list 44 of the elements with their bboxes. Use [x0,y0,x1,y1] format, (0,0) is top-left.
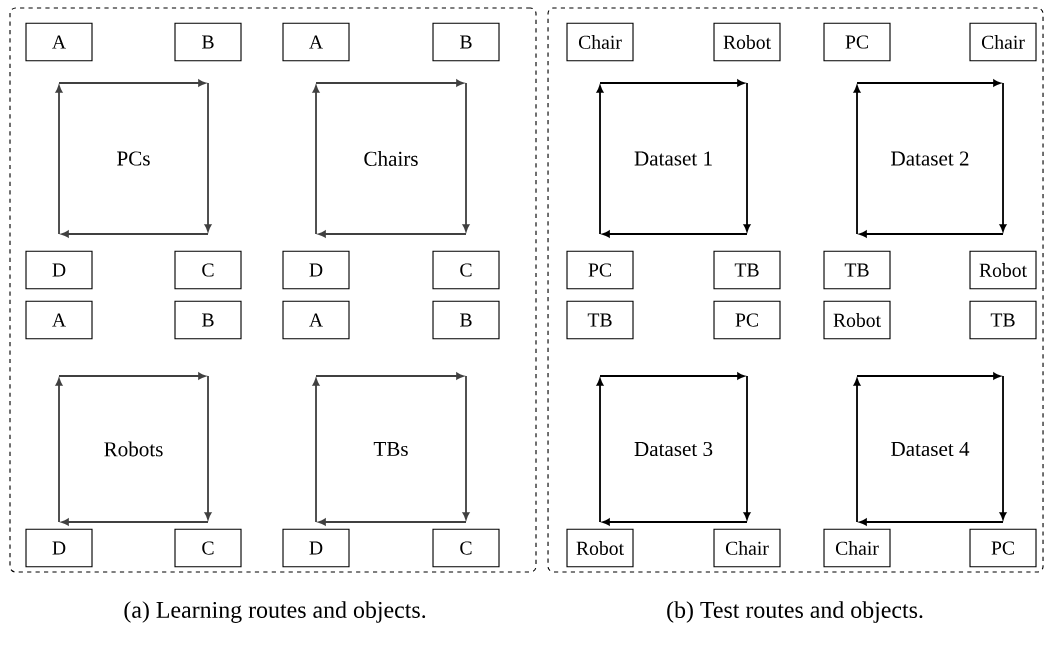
object-box: PC [969,528,1037,568]
object-box: D [25,528,93,568]
object-box: A [25,22,93,62]
object-box: Chair [566,22,634,62]
object-box: PC [823,22,891,62]
object-box: Robot [566,528,634,568]
object-box: TB [566,300,634,340]
object-box: Robot [713,22,781,62]
object-box: C [174,250,242,290]
object-box: D [282,528,350,568]
object-box: D [282,250,350,290]
caption: (a) Learning routes and objects. [124,601,426,623]
object-box: D [25,250,93,290]
object-box: B [174,300,242,340]
route-label: Chairs [364,151,418,166]
route-label: PCs [117,151,150,166]
object-box: A [25,300,93,340]
object-box: A [282,22,350,62]
object-box: B [432,22,500,62]
object-box: Chair [969,22,1037,62]
route-label: TBs [373,442,408,456]
object-box: Robot [969,250,1037,290]
object-box: C [432,250,500,290]
route-label: Dataset 1 [634,151,712,166]
object-box: Robot [823,300,891,340]
object-box: Chair [823,528,891,568]
object-box: B [174,22,242,62]
route-label: Dataset 3 [634,441,713,457]
object-box: A [282,300,350,340]
object-box: Chair [713,528,781,568]
object-box: PC [713,300,781,340]
dashed-frame [9,7,537,573]
object-box: C [432,528,500,568]
object-box: PC [566,250,634,290]
object-box: C [174,528,242,568]
caption: (b) Test routes and objects. [667,601,923,623]
object-box: TB [823,250,891,290]
object-box: TB [969,300,1037,340]
object-box: TB [713,250,781,290]
route-label: Dataset 2 [891,151,969,166]
route-label: Robots [104,441,163,457]
route-label: Dataset 4 [891,442,970,457]
dashed-frame [547,7,1044,573]
object-box: B [432,300,500,340]
